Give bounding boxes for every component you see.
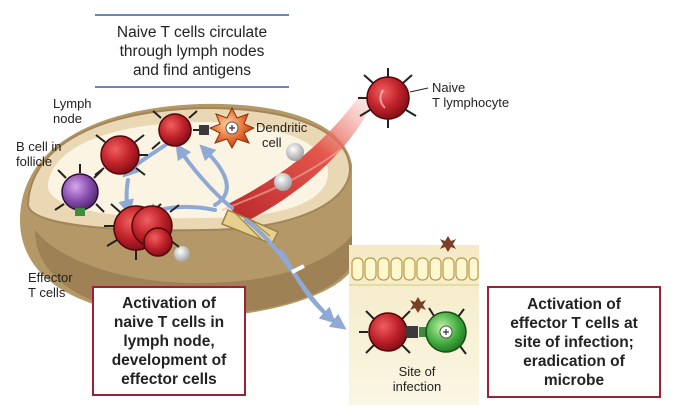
microbe xyxy=(440,236,456,252)
leader-line xyxy=(409,87,429,93)
caption-line: development of xyxy=(111,351,227,369)
caption-line: eradication of xyxy=(523,352,625,370)
effector-t-cell-at-site xyxy=(359,310,427,354)
t-cell xyxy=(151,110,209,150)
label-line: Lymph xyxy=(53,96,92,111)
caption-line: Activation of xyxy=(527,295,621,313)
label-line: follicle xyxy=(16,154,53,169)
label-effector-t-cells: Effector T cells xyxy=(28,270,73,300)
title-line: Naive T cells circulate xyxy=(116,23,268,41)
exit-arrow xyxy=(278,248,347,330)
caption-line: effector cells xyxy=(121,370,217,388)
label-line: Naive xyxy=(432,80,466,95)
caption-line: lymph node, xyxy=(123,332,215,350)
title-box: Naive T cells circulate through lymph no… xyxy=(95,14,289,88)
title-line: and find antigens xyxy=(132,61,252,79)
naive-t-lymphocyte xyxy=(358,68,417,128)
particle xyxy=(286,143,304,161)
b-cell xyxy=(54,164,105,216)
label-line: cell xyxy=(262,135,282,150)
label-line: Dendritic xyxy=(256,120,308,135)
label-line: Site of xyxy=(398,364,436,379)
caption-line: Activation of xyxy=(122,294,216,312)
caption-lymph-node-activation: Activation of naive T cells in lymph nod… xyxy=(92,286,246,396)
label-line: Effector xyxy=(28,270,73,285)
label-line: infection xyxy=(392,379,442,394)
label-line: B cell in xyxy=(16,139,62,154)
label-site-of-infection: Site of infection xyxy=(372,364,462,394)
label-line: T cells xyxy=(28,285,66,300)
label-line: T lymphocyte xyxy=(432,95,510,110)
label-dendritic-cell: Dendritic cell xyxy=(256,120,307,150)
caption-line: naive T cells in xyxy=(113,313,225,331)
dendritic-cell xyxy=(208,106,256,150)
infected-cell xyxy=(425,307,467,355)
effector-t-cell xyxy=(143,227,173,257)
caption-line: effector T cells at xyxy=(510,314,638,332)
microbe xyxy=(410,297,426,313)
label-line: node xyxy=(53,111,82,126)
label-b-cell: B cell in follicle xyxy=(16,139,62,169)
caption-line: microbe xyxy=(543,371,605,389)
label-naive-t-lymphocyte: Naive T lymphocyte xyxy=(432,80,509,110)
label-lymph-node: Lymph node xyxy=(53,96,92,126)
caption-line: site of infection; xyxy=(514,333,634,351)
particle xyxy=(274,173,292,191)
t-cell xyxy=(94,134,148,176)
title-line: through lymph nodes xyxy=(119,42,265,60)
caption-effector-activation: Activation of effector T cells at site o… xyxy=(487,286,661,398)
particle xyxy=(174,246,190,262)
